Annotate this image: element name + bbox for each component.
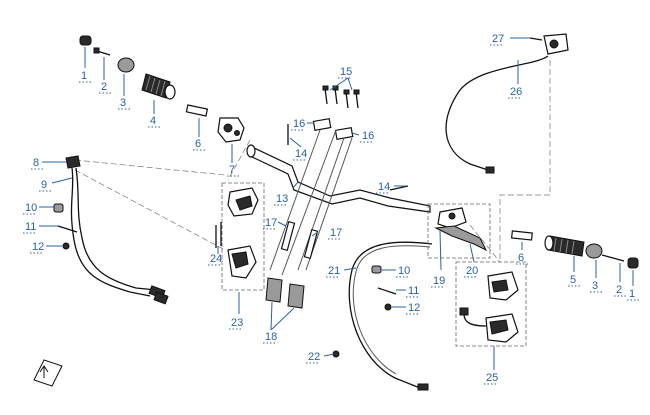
callout: 20 xyxy=(466,265,478,277)
callout: 6 xyxy=(195,138,201,150)
leader-lines xyxy=(39,37,634,370)
right-bar-end-cap xyxy=(627,257,639,269)
callout: 17 xyxy=(265,217,277,229)
left-switch-box xyxy=(221,182,265,291)
callout: 7 xyxy=(229,164,235,176)
callout: 16 xyxy=(293,118,305,130)
left-screw xyxy=(93,47,111,56)
callout-labels: 1 2 3 4 6 7 8 9 10 11 12 13 14 14 15 16 … xyxy=(25,33,635,384)
callout: 12 xyxy=(408,302,420,314)
callout: 3 xyxy=(592,280,598,292)
callout: 21 xyxy=(328,265,340,277)
upper-clamp-right xyxy=(334,126,354,141)
riser-bolt-left xyxy=(280,220,296,252)
right-switch-lower xyxy=(459,307,519,343)
callout: 13 xyxy=(276,193,288,205)
callout: 2 xyxy=(616,284,622,296)
handlebar xyxy=(246,144,431,213)
callout: 3 xyxy=(120,97,126,109)
left-switch-lower xyxy=(227,245,257,279)
left-bar-end-weight xyxy=(117,57,135,73)
callout: 26 xyxy=(510,86,522,98)
left-bar-end-cap xyxy=(79,35,92,46)
left-throttle-bushing xyxy=(185,104,209,117)
left-switch-screws xyxy=(215,222,222,248)
callout: 14 xyxy=(378,181,390,193)
callout: 23 xyxy=(231,317,243,329)
callout: 22 xyxy=(308,351,320,363)
callout: 9 xyxy=(41,179,47,191)
callout: 1 xyxy=(629,288,635,300)
right-grip xyxy=(544,235,585,257)
callout: 11 xyxy=(25,221,36,233)
callout-underlines xyxy=(23,44,639,385)
axis-lines xyxy=(269,129,353,276)
riser-bolt-right xyxy=(303,228,319,260)
callout: 6 xyxy=(518,252,524,264)
callout: 11 xyxy=(408,285,419,297)
riser-right xyxy=(287,283,305,309)
callout: 14 xyxy=(295,148,307,160)
center-nut-12 xyxy=(384,303,392,311)
lever-bracket xyxy=(437,207,467,229)
lever-box xyxy=(427,203,491,259)
callout: 8 xyxy=(33,157,39,169)
right-switch-upper xyxy=(487,271,519,301)
left-wire-harness xyxy=(65,155,169,305)
left-nut-12 xyxy=(62,242,70,250)
callout: 16 xyxy=(362,130,374,142)
lever xyxy=(434,225,488,252)
callout: 10 xyxy=(398,265,410,277)
callout: 17 xyxy=(330,227,342,239)
upper-clamp-left xyxy=(312,117,332,132)
direction-arrow-icon xyxy=(33,359,63,387)
callout: 1 xyxy=(81,70,87,82)
riser-left xyxy=(265,277,283,303)
callout: 27 xyxy=(492,33,504,45)
bolt-14-right xyxy=(389,185,409,191)
callout: 24 xyxy=(210,253,222,265)
right-screw xyxy=(601,254,625,262)
left-clip-10 xyxy=(53,203,64,213)
callout: 18 xyxy=(265,331,277,343)
callout: 2 xyxy=(101,81,107,93)
callout: 19 xyxy=(433,275,445,287)
kill-switch xyxy=(529,33,569,55)
callout: 25 xyxy=(486,372,498,384)
left-switch-upper xyxy=(227,187,259,217)
right-switch-box xyxy=(455,261,527,347)
clutch-cable xyxy=(348,241,433,391)
callout: 15 xyxy=(340,66,352,78)
center-clip-10 xyxy=(371,265,382,274)
kill-switch-cable xyxy=(445,55,549,174)
center-tie-11 xyxy=(377,287,397,295)
callout: 12 xyxy=(32,241,44,253)
assembly-guide-lines xyxy=(74,60,551,263)
callout: 10 xyxy=(25,202,37,214)
left-grip xyxy=(141,73,176,100)
callout: 5 xyxy=(570,274,576,286)
right-throttle-bushing xyxy=(510,230,533,241)
left-tie-11 xyxy=(57,225,78,233)
clamp-bolts xyxy=(322,85,360,109)
right-bar-end-weight xyxy=(585,243,603,259)
left-switch-clamp xyxy=(217,117,245,143)
callout: 4 xyxy=(150,115,156,127)
